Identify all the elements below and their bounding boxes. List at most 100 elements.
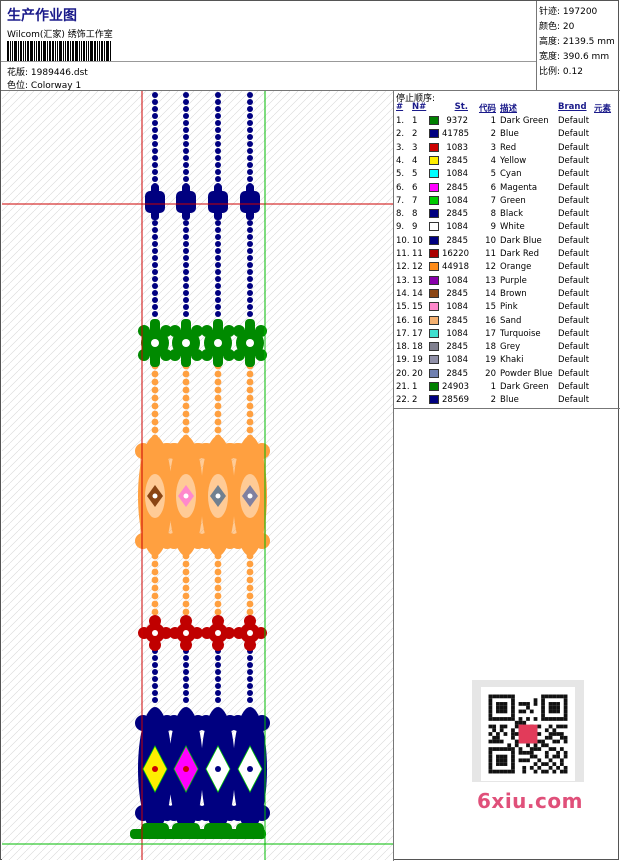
row-number: 9 <box>412 222 418 233</box>
header-vertical-divider <box>536 1 537 90</box>
color-swatch <box>429 382 439 391</box>
row-brand: Default <box>558 169 590 180</box>
row-description: Cyan <box>500 169 522 180</box>
color-swatch <box>429 328 439 338</box>
stat-width: 宽度: 390.6 mm <box>539 52 610 62</box>
row-code: 1 <box>490 382 496 392</box>
col-header-index: # <box>396 102 404 112</box>
color-swatch <box>429 262 439 272</box>
row-code: 8 <box>490 209 496 220</box>
col-header-code: 代码 <box>478 104 496 114</box>
row-stitches: 1084 <box>446 328 468 339</box>
row-index: 21. <box>396 382 410 392</box>
row-index: 1. <box>396 116 405 126</box>
row-code: 2 <box>490 129 496 140</box>
row-code: 14 <box>485 288 496 299</box>
row-description: Grey <box>500 342 521 353</box>
row-description: Dark Green <box>500 116 549 126</box>
row-description: Blue <box>500 129 519 140</box>
row-index: 22. <box>396 395 410 406</box>
color-swatch <box>429 116 439 125</box>
row-stitches: 1084 <box>446 195 468 206</box>
row-index: 19. <box>396 355 410 366</box>
color-swatch <box>429 142 439 152</box>
row-code: 17 <box>485 328 496 339</box>
row-description: Black <box>500 209 523 220</box>
row-number: 1 <box>412 116 418 126</box>
colorway-line: 色位: Colorway 1 <box>7 78 81 91</box>
row-stitches: 2845 <box>446 368 468 379</box>
row-description: Dark Blue <box>500 235 542 246</box>
stat-colors: 颜色: 20 <box>539 22 575 32</box>
row-stitches: 1084 <box>446 275 468 286</box>
color-swatch <box>429 249 439 258</box>
row-stitches: 1083 <box>446 142 468 153</box>
row-index: 6. <box>396 182 405 193</box>
col-header-description: 描述 <box>500 104 518 114</box>
row-description: Turquoise <box>500 328 541 339</box>
design-label: 花版: <box>7 68 29 78</box>
row-index: 15. <box>396 302 410 313</box>
row-number: 11 <box>412 249 423 259</box>
row-number: 2 <box>412 129 418 140</box>
colorway-label: 色位: <box>7 81 29 91</box>
row-code: 12 <box>485 262 496 273</box>
row-stitches: 2845 <box>446 315 468 326</box>
row-stitches: 2845 <box>446 235 468 246</box>
row-number: 13 <box>412 275 423 286</box>
row-stitches: 16220 <box>442 249 470 259</box>
color-swatch <box>429 315 439 325</box>
col-header-brand: Brand <box>558 102 587 112</box>
row-stitches: 24903 <box>442 382 470 392</box>
row-description: Dark Red <box>500 249 540 259</box>
qr-code-image <box>481 687 575 781</box>
row-index: 20. <box>396 368 410 379</box>
row-stitches: 1084 <box>446 222 468 233</box>
row-number: 20 <box>412 368 423 379</box>
row-description: Sand <box>500 315 522 326</box>
row-description: Dark Green <box>500 382 549 392</box>
row-number: 17 <box>412 328 423 339</box>
color-swatch <box>429 355 439 365</box>
row-brand: Default <box>558 302 590 313</box>
row-code: 19 <box>485 355 496 366</box>
row-number: 6 <box>412 182 418 193</box>
col-header-element: 元素 <box>594 104 612 114</box>
row-brand: Default <box>558 328 590 339</box>
row-code: 5 <box>490 169 496 180</box>
row-code: 18 <box>485 342 496 353</box>
color-swatch <box>429 222 439 232</box>
color-swatch <box>429 395 439 405</box>
row-stitches: 41785 <box>442 129 470 140</box>
row-number: 18 <box>412 342 423 353</box>
stat-scale: 比例: 0.12 <box>539 67 583 77</box>
stat-height: 高度: 2139.5 mm <box>539 37 615 47</box>
row-stitches: 2845 <box>446 209 468 220</box>
sequence-bottom-divider <box>394 408 620 409</box>
col-header-stitches: St. <box>454 102 468 112</box>
row-index: 18. <box>396 342 410 353</box>
row-brand: Default <box>558 288 590 299</box>
embroidery-preview[interactable] <box>2 91 393 860</box>
row-number: 10 <box>412 235 423 246</box>
row-number: 4 <box>412 155 418 166</box>
row-description: Green <box>500 195 526 206</box>
sequence-header-row: # N# St. 代码 描述 Brand 元素 <box>394 102 620 114</box>
row-description: Brown <box>500 288 527 299</box>
row-code: 4 <box>490 155 496 166</box>
row-brand: Default <box>558 249 590 259</box>
color-swatch <box>429 275 439 285</box>
row-brand: Default <box>558 235 590 246</box>
watermark-text: 6xiu.com <box>477 789 583 813</box>
row-number: 5 <box>412 169 418 180</box>
row-number: 3 <box>412 142 418 153</box>
row-index: 4. <box>396 155 405 166</box>
